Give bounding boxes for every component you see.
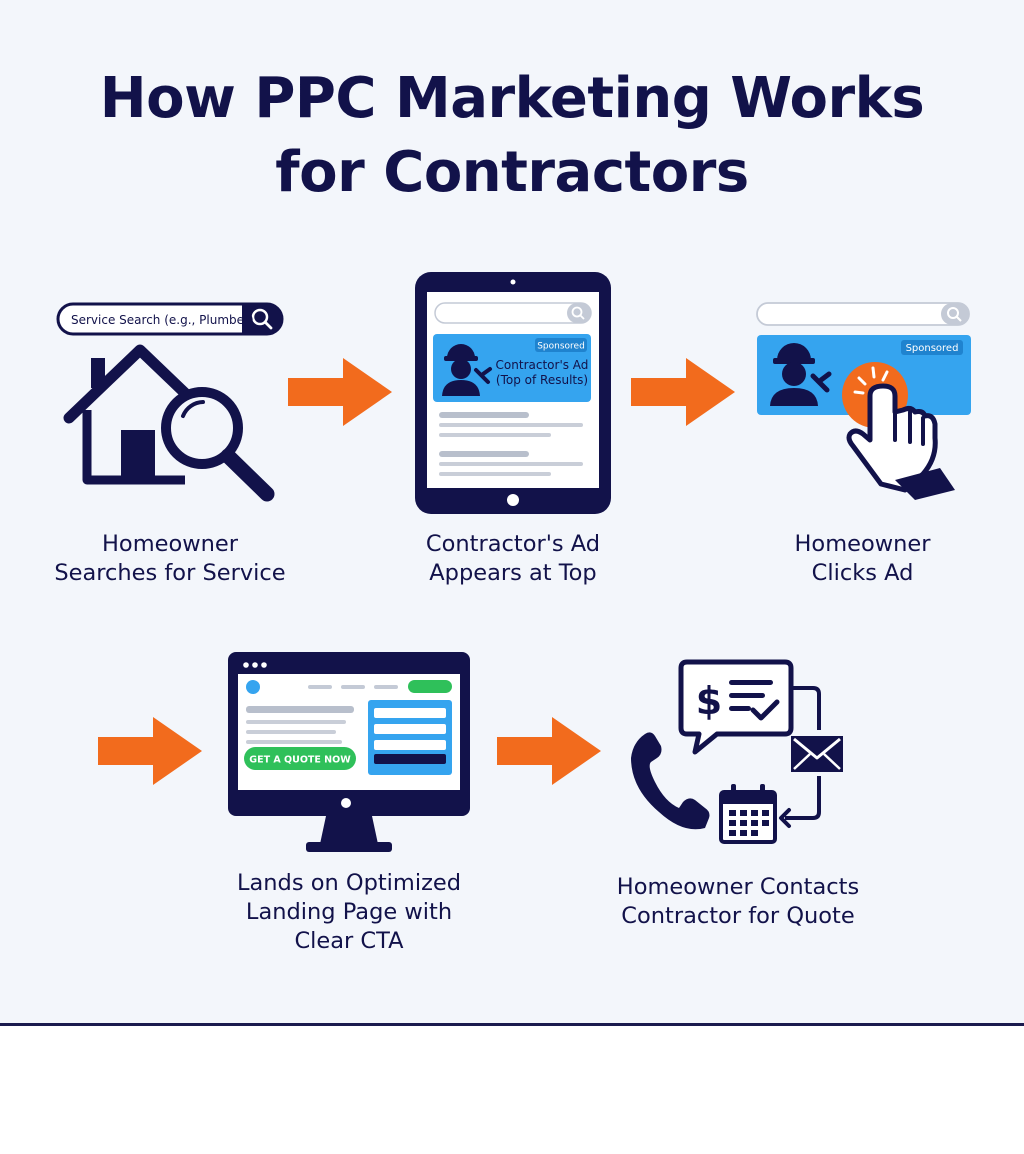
click-hand-icon [842,362,955,500]
step-5-illustration: $ [625,658,850,852]
search-bar-text: Service Search (e.g., Plumber) [71,313,254,327]
connector-bubble-envelope [791,686,821,730]
step-5-svg: $ [631,659,843,844]
step-1-svg: Service Search (e.g., Plumber) [56,302,284,502]
search-bar-icon: Service Search (e.g., Plumber) [56,302,284,336]
arrow-right-icon [631,358,735,426]
contractor-icon [770,343,832,406]
step-3-caption: Homeowner Clicks Ad [740,530,985,588]
connector-arrow-head [779,808,791,828]
title-line-1: How PPC Marketing Works [99,66,925,131]
arrow-step-1-to-2 [288,358,393,430]
svg-text:$: $ [696,679,722,723]
step-4-caption-line-1: Lands on Optimized [236,870,462,896]
tablet-icon: Sponsored Contractor's Ad (Top of Result… [415,272,611,514]
arrow-step-2-to-3 [631,358,736,430]
step-2-caption: Contractor's Ad Appears at Top [380,530,646,588]
contractor-icon [442,344,492,396]
arrow-right-icon [497,717,601,785]
title-line-2: for Contractors [275,140,749,205]
page-title: How PPC Marketing Works for Contractors [0,62,1024,210]
quote-bubble-icon: $ [678,659,794,755]
step-4-caption-line-3: Clear CTA [294,928,404,954]
step-3-illustration: Sponsored [755,300,973,514]
step-1-caption-line-1: Homeowner [102,531,238,557]
arrow-step-4-to-5 [497,717,602,789]
step-2-caption-line-1: Contractor's Ad [425,531,601,557]
connector-envelope-calendar [785,776,821,820]
calendar-icon [719,784,777,844]
bottom-divider [0,1023,1024,1026]
step-5-caption-line-1: Homeowner Contacts [616,874,860,900]
desktop-monitor-icon: GET A QUOTE NOW [228,652,470,852]
sponsored-label-step-2: Sponsored [537,342,585,352]
step-2-caption-line-2: Appears at Top [429,560,597,586]
step-5-caption-line-2: Contractor for Quote [621,903,855,929]
ad-text-line-2: (Top of Results) [496,373,588,387]
cta-button-label: GET A QUOTE NOW [249,755,351,766]
step-1-caption-line-2: Searches for Service [54,560,286,586]
step-3-caption-line-2: Clicks Ad [811,560,914,586]
step-3-caption-line-1: Homeowner [794,531,931,557]
step-4-caption: Lands on Optimized Landing Page with Cle… [205,869,493,956]
step-1-illustration: Service Search (e.g., Plumber) [55,298,290,517]
envelope-icon [791,736,843,772]
arrow-right-icon [98,717,202,785]
step-2-illustration: Sponsored Contractor's Ad (Top of Result… [413,270,613,520]
arrow-right-icon [288,358,392,426]
step-5-caption: Homeowner Contacts Contractor for Quote [590,873,886,931]
step-3-svg: Sponsored [756,302,971,500]
step-1-caption: Homeowner Searches for Service [30,530,310,588]
ad-text-line-1: Contractor's Ad [496,358,589,372]
phone-icon [631,732,710,830]
step-4-caption-line-2: Landing Page with [245,899,453,925]
arrow-step-3-to-4 [98,717,203,789]
step-4-illustration: GET A QUOTE NOW [226,650,472,860]
magnifier-icon [161,387,275,502]
sponsored-label-step-3: Sponsored [906,343,959,354]
